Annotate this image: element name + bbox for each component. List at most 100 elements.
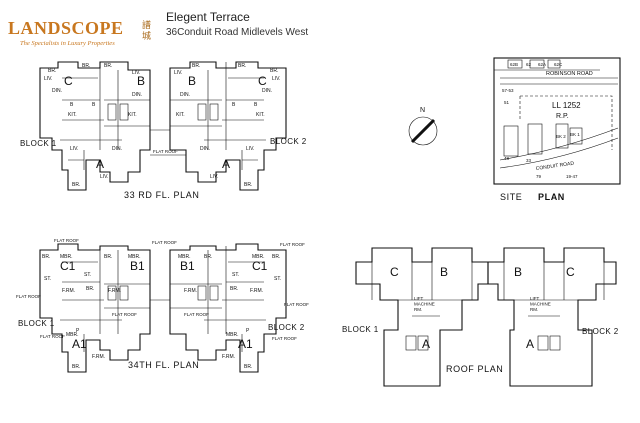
room-label: BR. bbox=[42, 254, 50, 260]
site-lot-number: 79 bbox=[536, 174, 542, 179]
flat-roof-label: FLAT ROOF bbox=[152, 240, 177, 245]
site-lot-number: 62 bbox=[526, 62, 532, 67]
logo-cjk-mark: 譜城 bbox=[142, 20, 152, 41]
room-label: BR. bbox=[192, 63, 200, 69]
room-label: BR. bbox=[238, 63, 246, 69]
room-label: BR. bbox=[204, 254, 212, 260]
site-plan-caption: SITE bbox=[500, 192, 522, 202]
unit-label: B bbox=[440, 265, 448, 279]
room-label: B bbox=[254, 102, 258, 108]
flat-roof-label: FLAT ROOF bbox=[54, 238, 79, 243]
room-label: LIV. bbox=[174, 70, 182, 76]
site-lot-number: 51 bbox=[504, 100, 510, 105]
flat-roof-label: FLAT ROOF bbox=[280, 242, 305, 247]
flat-roof-label: FLAT ROOF bbox=[112, 312, 137, 317]
room-label: DIN. bbox=[112, 146, 122, 152]
room-label: B bbox=[70, 102, 74, 108]
unit-label: C bbox=[258, 74, 267, 88]
room-label: LIV. bbox=[132, 70, 140, 76]
unit-label: A bbox=[422, 337, 430, 351]
room-label: BR. bbox=[272, 254, 280, 260]
room-label: MBR. bbox=[60, 254, 73, 260]
block-1-label: BLOCK 1 bbox=[18, 319, 55, 328]
conduit-road-label: CONDUIT ROAD bbox=[535, 161, 574, 172]
room-label: F.RM. bbox=[184, 288, 197, 294]
site-block-label: BK 1 bbox=[570, 132, 580, 137]
room-label: DIN. bbox=[262, 88, 272, 94]
unit-label: B bbox=[514, 265, 522, 279]
north-arrow-needle bbox=[410, 118, 436, 144]
landscope-logo: LANDSCOPE The Specialists in Luxury Prop… bbox=[8, 18, 151, 54]
room-label: ST. bbox=[274, 276, 281, 282]
lift-machine-room-line: LIFT bbox=[530, 296, 540, 301]
unit-label: C1 bbox=[60, 259, 76, 273]
lift-machine-room-line: MACHINE bbox=[414, 302, 435, 307]
flat-roof-label: FLAT ROOF bbox=[16, 294, 41, 299]
unit-label: A1 bbox=[238, 337, 253, 351]
room-label: MBR. bbox=[252, 254, 265, 260]
room-label: ST. bbox=[44, 276, 51, 282]
room-label: F.RM. bbox=[92, 354, 105, 360]
north-arrow-circle bbox=[408, 116, 438, 146]
room-label: BR. bbox=[82, 63, 90, 69]
room-label: MBR. bbox=[128, 254, 141, 260]
unit-label: C1 bbox=[252, 259, 268, 273]
room-label: BR. bbox=[230, 286, 238, 292]
room-label: BR. bbox=[72, 364, 80, 370]
north-arrow-label: N bbox=[420, 107, 425, 114]
plan-33rd-caption: 33 RD FL. PLAN bbox=[124, 190, 199, 200]
site-lot-number: 62B bbox=[510, 62, 518, 67]
block2-roof-outline bbox=[487, 247, 617, 387]
room-label: DIN. bbox=[132, 92, 142, 98]
site-plan: 62B 62 62A 62C 57-53 51 48 33 79 19-47 B… bbox=[493, 57, 621, 202]
room-label: ST. bbox=[232, 272, 239, 278]
flat-roof-label: FLAT ROOF bbox=[184, 312, 209, 317]
plan-33rd-floor: C B B C A A BR. BR. BR. BR. BR. BR. LIV.… bbox=[20, 61, 307, 200]
block-1-label: BLOCK 1 bbox=[20, 139, 57, 148]
site-plan-frame bbox=[493, 57, 621, 185]
site-lot-number: 48 bbox=[504, 156, 510, 161]
room-label: P bbox=[246, 328, 250, 334]
site-lot-number: 33 bbox=[526, 158, 532, 163]
unit-label: A1 bbox=[72, 337, 87, 351]
flat-roof-label: FLAT ROOF bbox=[40, 334, 65, 339]
room-label: LIV. bbox=[100, 174, 108, 180]
site-lot-number: 62A bbox=[538, 62, 546, 67]
room-label: KIT. bbox=[176, 112, 185, 118]
lift-machine-room-line: RM. bbox=[414, 307, 422, 312]
block-1-label: BLOCK 1 bbox=[342, 325, 379, 334]
room-label: LIV. bbox=[272, 76, 280, 82]
room-label: DIN. bbox=[180, 92, 190, 98]
site-lot-number: 57-53 bbox=[502, 88, 514, 93]
room-label: BR. bbox=[86, 286, 94, 292]
block-2-label: BLOCK 2 bbox=[270, 137, 307, 146]
room-label: BR. bbox=[244, 364, 252, 370]
lift-machine-room-line: MACHINE bbox=[530, 302, 551, 307]
room-label: F.RM. bbox=[250, 288, 263, 294]
room-label: BR. bbox=[104, 63, 112, 69]
flat-roof-label: FLAT ROOF bbox=[153, 149, 178, 154]
block2-34th-outline bbox=[169, 243, 287, 373]
lift-machine-room-line: LIFT bbox=[414, 296, 424, 301]
plan-roof-caption: ROOF PLAN bbox=[446, 364, 503, 374]
room-label: BR. bbox=[270, 68, 278, 74]
room-label: MBR. bbox=[178, 254, 191, 260]
room-label: KIT. bbox=[68, 112, 77, 118]
logo-wordmark: LANDSCOPE bbox=[8, 18, 124, 38]
block1-33rd-outline bbox=[39, 61, 151, 191]
unit-label: B bbox=[188, 74, 196, 88]
room-label: LIV. bbox=[44, 76, 52, 82]
room-label: BR. bbox=[48, 68, 56, 74]
room-label: F.RM. bbox=[222, 354, 235, 360]
room-label: LIV. bbox=[210, 174, 218, 180]
logo-tagline: The Specialists in Luxury Properties bbox=[20, 40, 115, 47]
site-lot-number: 19-47 bbox=[566, 174, 578, 179]
room-label: LIV. bbox=[70, 146, 78, 152]
room-label: MBR. bbox=[66, 332, 79, 338]
room-label: MBR. bbox=[226, 332, 239, 338]
room-label: F.RM. bbox=[108, 288, 121, 294]
